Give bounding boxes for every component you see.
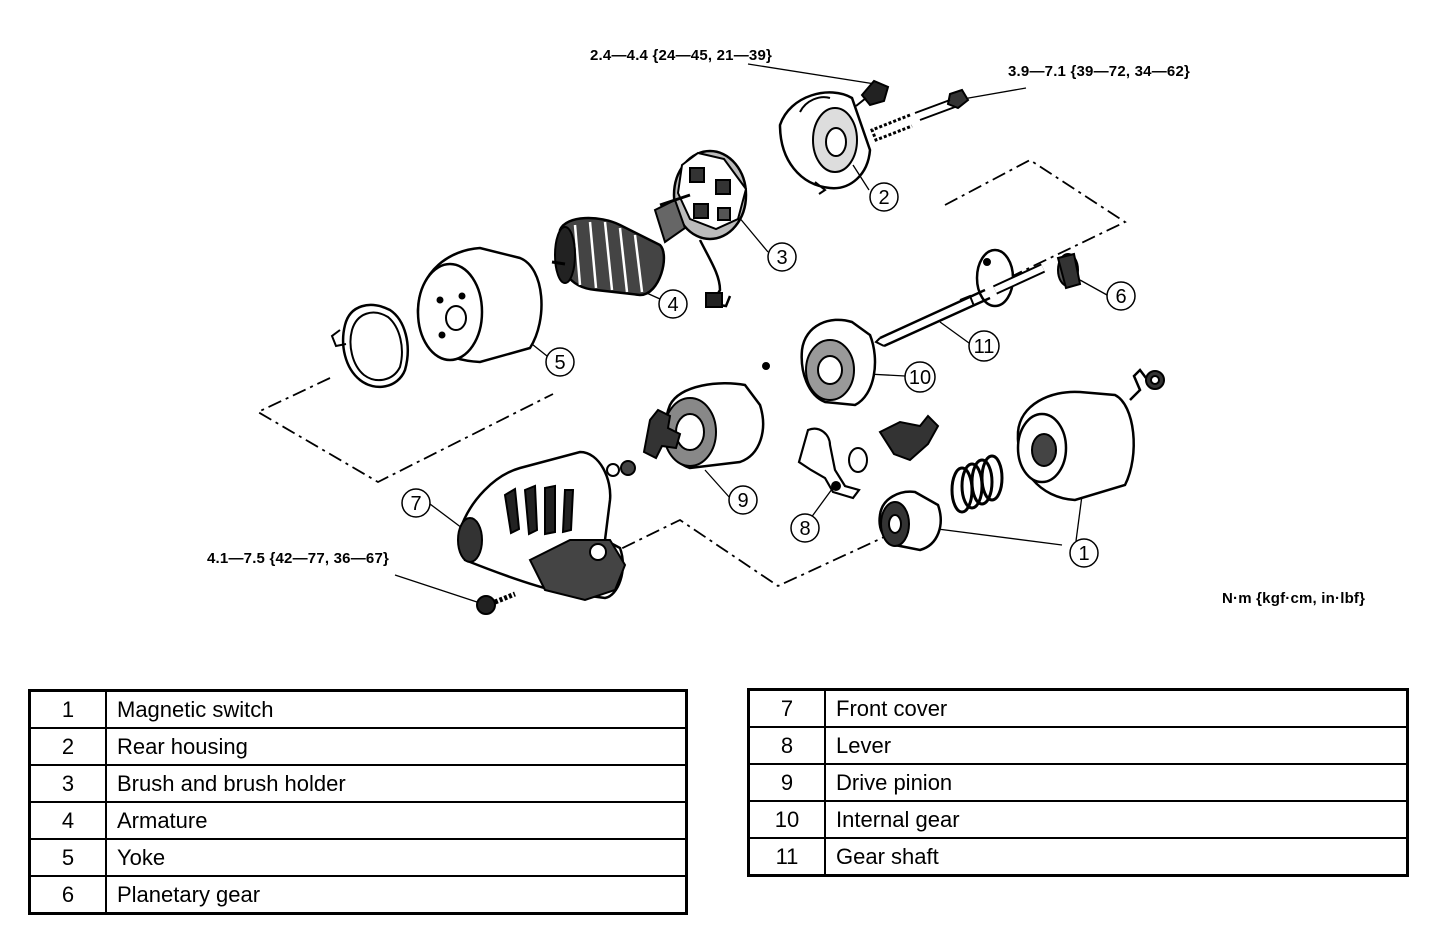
torque-label-front-bolt: 4.1—7.5 {42—77, 36—67}: [207, 550, 390, 567]
svg-text:5: 5: [554, 352, 565, 374]
part-number: 5: [28, 838, 107, 877]
part-name: Front cover: [824, 688, 1409, 728]
part-name: Gear shaft: [824, 837, 1409, 877]
lever: [797, 414, 940, 500]
callout-6: 6: [1106, 281, 1136, 311]
rear-housing-bolt: [855, 79, 890, 107]
svg-text:4: 4: [667, 294, 678, 316]
alignment-lines: [256, 158, 1127, 588]
callout-2: 2: [869, 182, 899, 212]
callout-10: 10: [904, 361, 936, 393]
part-name: Yoke: [105, 838, 688, 877]
svg-text:11: 11: [974, 336, 995, 358]
callout-8: 8: [790, 513, 820, 543]
part-number: 4: [28, 801, 107, 840]
svg-text:1: 1: [1078, 543, 1089, 565]
svg-text:7: 7: [410, 493, 421, 515]
part-name: Magnetic switch: [105, 689, 688, 729]
planetary-gear: [1056, 252, 1082, 290]
brush-holder: [672, 149, 748, 308]
armature: [551, 193, 691, 297]
rear-housing: [778, 91, 872, 195]
front-cover-bolt: [476, 591, 516, 615]
yoke: [416, 246, 543, 364]
part-number: 10: [747, 800, 826, 839]
svg-text:2: 2: [878, 187, 889, 209]
svg-text:6: 6: [1115, 286, 1126, 308]
callout-9: 9: [728, 485, 758, 515]
part-name: Planetary gear: [105, 875, 688, 915]
callout-3: 3: [767, 242, 797, 272]
part-name: Brush and brush holder: [105, 764, 688, 803]
part-number: 3: [28, 764, 107, 803]
svg-text:9: 9: [737, 490, 748, 512]
part-name: Internal gear: [824, 800, 1409, 839]
part-name: Drive pinion: [824, 763, 1409, 802]
svg-text:8: 8: [799, 518, 810, 540]
callout-4: 4: [658, 289, 688, 319]
part-name: Lever: [824, 726, 1409, 765]
torque-label-through-bolt: 3.9—7.1 {39—72, 34—62}: [1008, 63, 1191, 80]
drive-pinion: [606, 381, 765, 477]
callout-11: 11: [968, 330, 1000, 362]
callout-1: 1: [1069, 538, 1099, 568]
magnetic-switch: [1016, 368, 1165, 502]
callout-7: 7: [401, 488, 431, 518]
part-number: 6: [28, 875, 107, 915]
part-number: 2: [28, 727, 107, 766]
part-number: 11: [747, 837, 826, 877]
plunger: [878, 490, 942, 552]
front-cover: [457, 450, 627, 602]
svg-text:10: 10: [909, 367, 931, 389]
exploded-view-diagram: 1 2 3 4 5 6 7 8 9 10 11: [256, 63, 1165, 615]
svg-text:3: 3: [776, 247, 787, 269]
return-spring: [950, 454, 1004, 514]
yoke-gasket-ring: [330, 303, 409, 389]
gear-shaft: [874, 248, 1046, 348]
part-name: Armature: [105, 801, 688, 840]
part-number: 1: [28, 689, 107, 729]
callout-5: 5: [545, 347, 575, 377]
through-bolt: [870, 88, 970, 142]
part-name: Rear housing: [105, 727, 688, 766]
part-number: 8: [747, 726, 826, 765]
part-number: 9: [747, 763, 826, 802]
torque-unit-label: N·m {kgf·cm, in·lbf}: [1222, 590, 1366, 607]
torque-label-rear-bolt: 2.4—4.4 {24—45, 21—39}: [590, 47, 773, 64]
part-number: 7: [747, 688, 826, 728]
leader-lines: [394, 63, 1108, 604]
internal-gear: [762, 318, 877, 407]
